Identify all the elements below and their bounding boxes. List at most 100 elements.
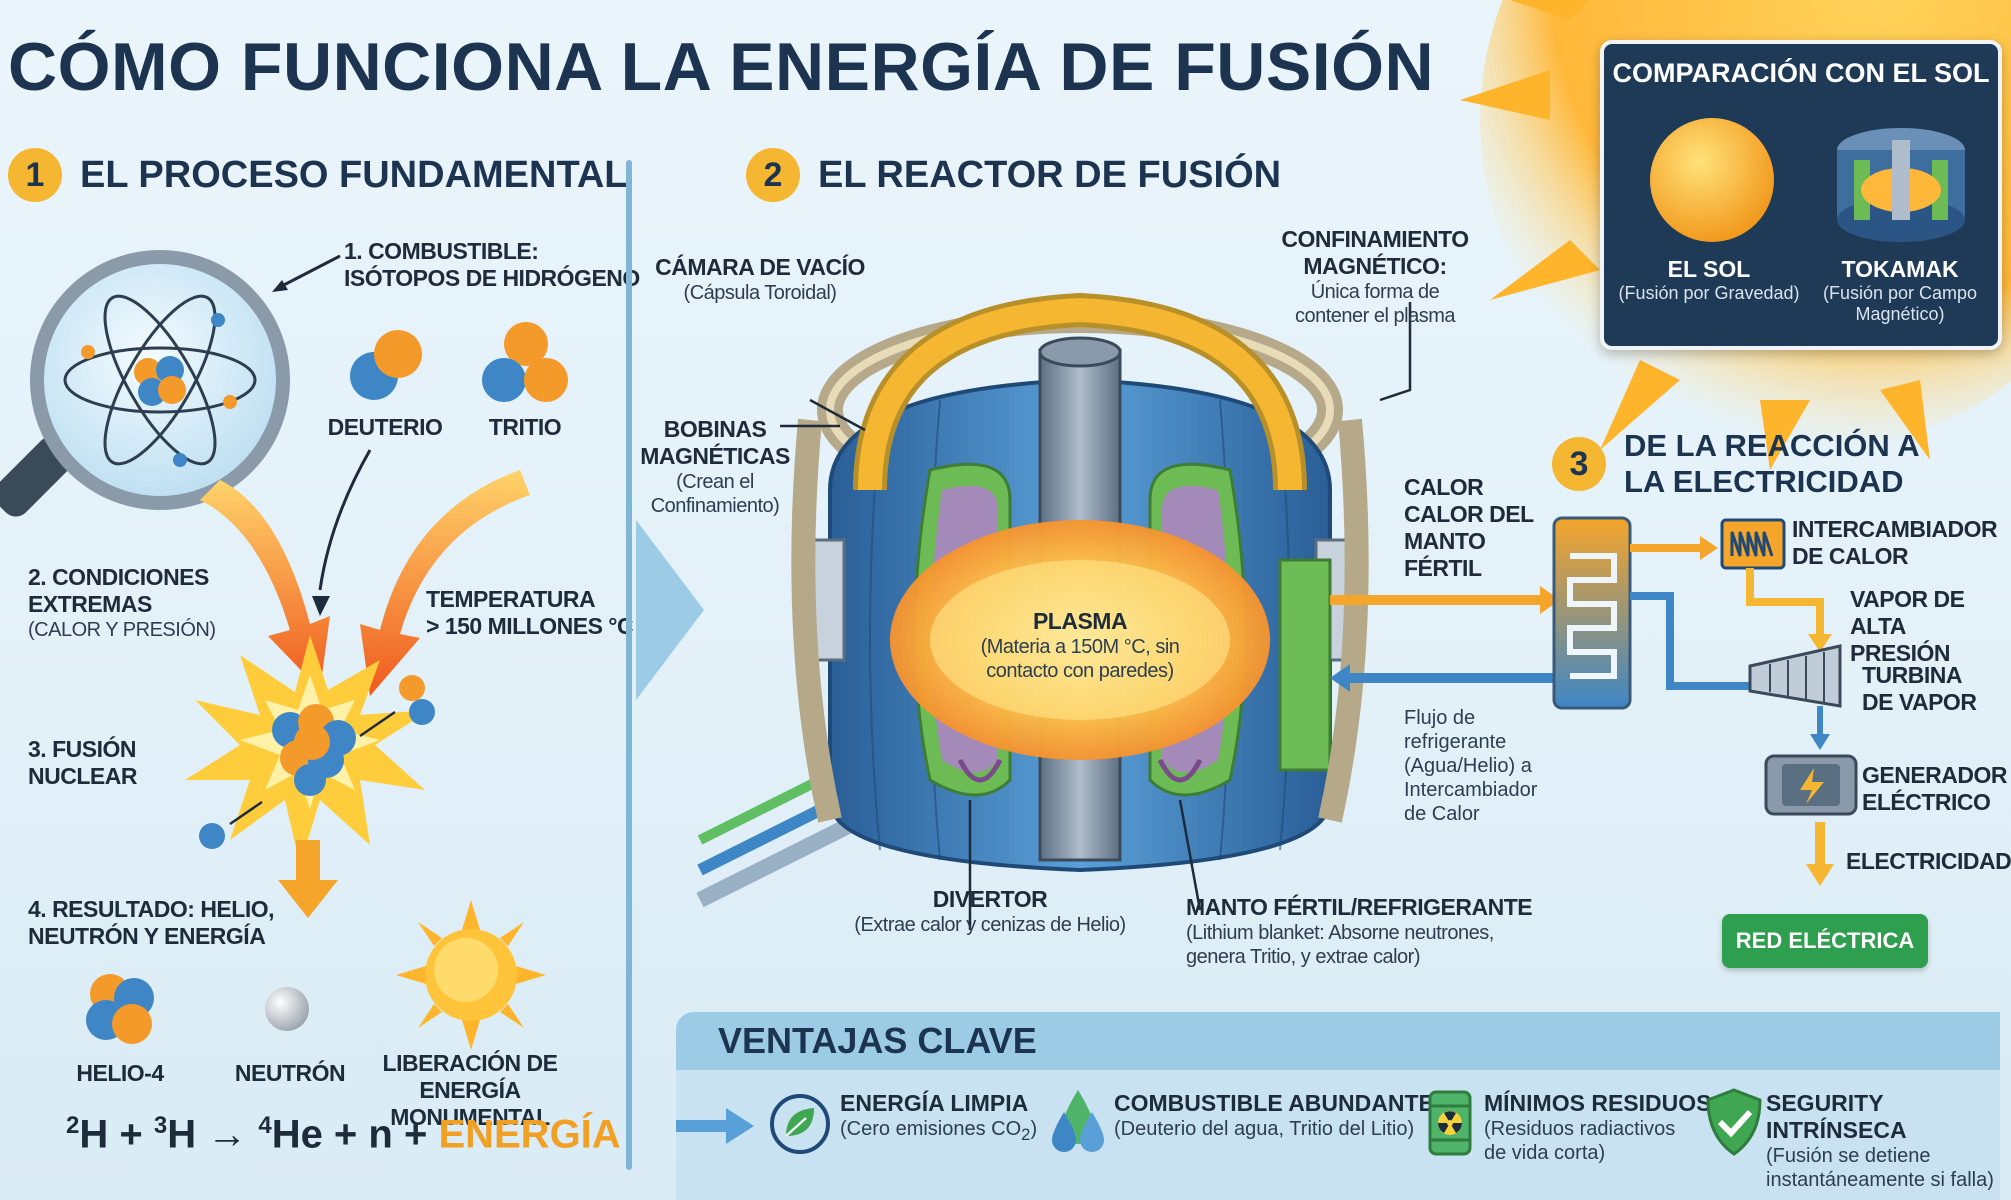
deuterium-icon xyxy=(350,330,422,400)
advantage-fuel-sub: (Deuterio del agua, Tritio del Litio) xyxy=(1114,1118,1415,1140)
vapor-line1: VAPOR DE xyxy=(1850,586,1965,612)
plasma-title: PLASMA xyxy=(1032,608,1128,634)
conditions-label: 2. CONDICIONES EXTREMAS (CALOR Y PRESIÓN… xyxy=(28,564,216,642)
fuel-pointer-arrow xyxy=(272,254,341,292)
calor-line4: FÉRTIL xyxy=(1404,555,1482,581)
confinement-label: CONFINAMIENTO MAGNÉTICO: Única forma de … xyxy=(1210,226,1540,328)
eq-energy: ENERGÍA xyxy=(438,1112,621,1157)
bobinas-sub2: Confinamiento) xyxy=(650,495,780,517)
temperature-label: TEMPERATURA > 150 MILLONES °C xyxy=(426,586,634,640)
helio-label: HELIO-4 xyxy=(76,1060,164,1086)
fusion-explosion-icon xyxy=(185,635,430,865)
fusion-label: 3. FUSIÓN NUCLEAR xyxy=(28,736,137,790)
manto-sub1: (Lithium blanket: Absorne neutrones, xyxy=(1186,922,1494,944)
section3-number: 3 xyxy=(1552,437,1606,491)
fuel-label: 1. COMBUSTIBLE: ISÓTOPOS DE HIDRÓGENO xyxy=(344,238,640,292)
bobinas-line2: MAGNÉTICAS xyxy=(640,443,790,469)
tritium-icon xyxy=(482,322,568,402)
magnifier-atom-icon xyxy=(0,250,290,517)
section1-header: 1 EL PROCESO FUNDAMENTAL xyxy=(8,148,628,202)
flujo-line4: Intercambiador xyxy=(1404,779,1538,801)
turbina-line1: TURBINA xyxy=(1862,662,1963,688)
flow-chevron xyxy=(636,520,704,700)
flujo-line1: Flujo de xyxy=(1404,707,1476,729)
manto-label: MANTO FÉRTIL/REFRIGERANTE (Lithium blank… xyxy=(1186,894,1533,969)
tokamak-caption-sub2: Magnético) xyxy=(1855,304,1945,324)
calor-line1: CALOR xyxy=(1404,474,1484,500)
vapor-line2: ALTA PRESIÓN xyxy=(1850,613,1951,666)
temperature-line1: TEMPERATURA xyxy=(426,586,596,612)
radiation-barrel-icon xyxy=(1428,1090,1472,1156)
fusion-line1: 3. FUSIÓN xyxy=(28,736,136,762)
plasma-label: PLASMA (Materia a 150M °C, sin contacto … xyxy=(940,608,1220,683)
generador-line1: GENERADOR xyxy=(1862,762,2008,788)
tokamak-reactor-diagram xyxy=(696,292,1560,930)
tokamak-caption-sub1: (Fusión por Campo xyxy=(1822,283,1978,303)
calor-label: CALOR CALOR DEL MANTO FÉRTIL xyxy=(1404,474,1534,582)
advantage-clean-energy: ENERGÍA LIMPIA (Cero emisiones CO2) xyxy=(840,1090,1037,1147)
section3-heading: DE LA REACCIÓN A LA ELECTRICIDAD xyxy=(1624,428,1920,500)
eq-part-1: H + xyxy=(79,1112,154,1157)
sun-icon xyxy=(1650,118,1774,242)
energy-release-line2: ENERGÍA MONUMENTAL xyxy=(390,1077,550,1130)
calor-line3: MANTO xyxy=(1404,528,1486,554)
calor-line2: CALOR DEL xyxy=(1404,501,1534,527)
energy-release-line1: LIBERACIÓN DE xyxy=(382,1050,558,1076)
red-electrica-badge: RED ELÉCTRICA xyxy=(1722,914,1928,968)
conditions-line1: 2. CONDICIONES xyxy=(28,564,209,590)
intercambiador-label: INTERCAMBIADOR DE CALOR xyxy=(1792,516,1998,570)
result-line1: 4. RESULTADO: HELIO, xyxy=(28,896,275,922)
advantage-clean-title: ENERGÍA LIMPIA xyxy=(840,1090,1029,1116)
advantages-title: VENTAJAS CLAVE xyxy=(718,1020,1037,1061)
advantage-abundant-fuel: COMBUSTIBLE ABUNDANTE (Deuterio del agua… xyxy=(1114,1090,1434,1141)
shield-check-icon xyxy=(1706,1088,1762,1156)
advantage-waste-sub2: de vida corta) xyxy=(1484,1142,1606,1164)
eq-mass-2: 3 xyxy=(153,1112,168,1139)
manto-title: MANTO FÉRTIL/REFRIGERANTE xyxy=(1186,894,1533,920)
down-arrow-result xyxy=(278,840,338,918)
tokamak-mini-icon xyxy=(1837,128,1965,242)
electricidad-label: ELECTRICIDAD xyxy=(1846,848,2011,874)
advantage-clean-sub-text: (Cero emisiones CO xyxy=(840,1118,1022,1140)
eq-part-2: H → xyxy=(167,1112,259,1157)
tritio-label: TRITIO xyxy=(488,414,562,440)
eq-mass-3: 4 xyxy=(258,1112,272,1139)
bobinas-label: BOBINAS MAGNÉTICAS (Crean el Confinamien… xyxy=(630,416,800,518)
turbina-line2: DE VAPOR xyxy=(1862,689,1977,715)
converging-arrows xyxy=(200,449,530,696)
advantage-fuel-title: COMBUSTIBLE ABUNDANTE xyxy=(1114,1090,1434,1116)
generador-line2: ELÉCTRICO xyxy=(1862,789,1991,815)
sun-panel-heading: COMPARACIÓN CON EL SOL xyxy=(1612,58,1990,88)
bobinas-line1: BOBINAS xyxy=(663,416,767,442)
water-drops-icon xyxy=(1052,1090,1104,1152)
electricity-flow-diagram xyxy=(1552,516,1858,886)
intercambiador-line2: DE CALOR xyxy=(1792,543,1909,569)
fuel-label-line2: ISÓTOPOS DE HIDRÓGENO xyxy=(344,265,640,291)
sun-caption: EL SOL (Fusión por Gravedad) xyxy=(1604,256,1814,304)
tokamak-caption-title: TOKAMAK xyxy=(1841,256,1959,282)
advantage-safety-sub1: (Fusión se detiene xyxy=(1766,1145,1931,1167)
section-divider xyxy=(626,160,632,1170)
fusion-particles xyxy=(199,675,435,849)
fusion-line2: NUCLEAR xyxy=(28,763,137,789)
helium-icon xyxy=(86,974,154,1044)
eq-part-3: He + n + xyxy=(271,1112,439,1157)
temperature-line2: > 150 MILLONES °C xyxy=(426,613,634,639)
neutron-label: NEUTRÓN xyxy=(234,1060,346,1086)
energy-release-label: LIBERACIÓN DE ENERGÍA MONUMENTAL xyxy=(340,1050,600,1131)
fuel-label-line1: 1. COMBUSTIBLE: xyxy=(344,238,539,264)
plasma-sub1: (Materia a 150M °C, sin xyxy=(980,636,1180,658)
confinement-title: CONFINAMIENTO MAGNÉTICO: xyxy=(1281,226,1469,279)
camara-label: CÁMARA DE VACÍO (Cápsula Toroidal) xyxy=(640,254,880,305)
result-line2: NEUTRÓN Y ENERGÍA xyxy=(28,923,266,949)
sun-comparison-panel: COMPARACIÓN CON EL SOL EL SOL (Fusión po… xyxy=(1600,40,2002,350)
divertor-sub: (Extrae calor y cenizas de Helio) xyxy=(854,914,1126,936)
neutron-icon xyxy=(265,987,309,1031)
advantage-safety-sub2: instantáneamente si falla) xyxy=(1766,1169,1994,1191)
flujo-line3: (Agua/Helio) a xyxy=(1404,755,1532,777)
result-label: 4. RESULTADO: HELIO, NEUTRÓN Y ENERGÍA xyxy=(28,896,275,950)
confinement-sub1: Única forma de xyxy=(1310,281,1440,303)
eq-mass-1: 2 xyxy=(66,1112,80,1139)
advantage-intrinsic-safety: SEGURITY INTRÍNSECA (Fusión se detiene i… xyxy=(1766,1090,2000,1192)
advantages-header-bar xyxy=(676,1012,2000,1070)
